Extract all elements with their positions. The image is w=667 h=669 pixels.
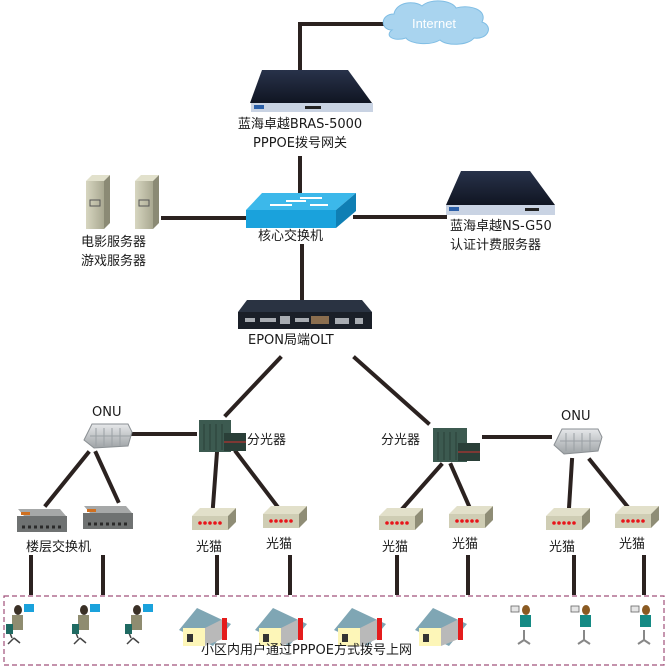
laptop-user-icon [570, 605, 591, 645]
office-user-icon [125, 604, 153, 645]
servers-label-line2: 游戏服务器 [81, 254, 147, 269]
modem-led [274, 519, 278, 523]
bras-label-line1: 蓝海卓越BRAS-5000 [237, 117, 363, 132]
modem-led [279, 519, 283, 523]
link-olt-splitter-right [352, 355, 431, 426]
modem-led [385, 521, 389, 525]
modem-led [269, 519, 273, 523]
modem-led [621, 519, 625, 523]
splitter-left-icon [199, 420, 246, 452]
links [29, 22, 646, 595]
modem-led [470, 519, 474, 523]
floor-switch-1 [17, 509, 67, 532]
modem-label-5: 光猫 [549, 540, 576, 555]
modem-icon-1 [192, 508, 236, 530]
modem-led [218, 521, 222, 525]
splitter-left-label: 分光器 [247, 433, 287, 448]
modem-label-4: 光猫 [452, 537, 479, 552]
link-onu-modem-6 [587, 457, 630, 509]
modem-led [390, 521, 394, 525]
modem-led [631, 519, 635, 523]
tower-server-icon [86, 175, 159, 229]
modem-led [213, 521, 217, 525]
modem-led [626, 519, 630, 523]
link-splitter-modem-2 [233, 449, 280, 509]
link-onu-modem-5 [566, 457, 575, 511]
floor-switch-icons [17, 506, 133, 532]
modem-led [405, 521, 409, 525]
link-splitter-modem-1 [210, 449, 220, 509]
modem-led [562, 521, 566, 525]
onu-right-icon [553, 428, 603, 455]
olt-label: EPON局端OLT [248, 333, 334, 348]
user-icons [6, 604, 651, 646]
modem-led [636, 519, 640, 523]
modem-icon-4 [449, 506, 493, 528]
modem-led [567, 521, 571, 525]
olt-icon [238, 300, 372, 329]
floor-switch-label: 楼层交换机 [26, 540, 92, 555]
laptop-user-icon [630, 605, 651, 645]
link-splitter-modem-3 [400, 462, 444, 511]
modem-led [475, 519, 479, 523]
house-icon [415, 608, 467, 646]
modem-led [203, 521, 207, 525]
auth-appliance-icon [446, 171, 555, 215]
modem-led [284, 519, 288, 523]
modem-led [460, 519, 464, 523]
modem-led [395, 521, 399, 525]
user-area-border [3, 595, 665, 666]
modem-icons [192, 506, 659, 530]
auth-label-line1: 蓝海卓越NS-G50 [450, 219, 552, 234]
modem-led [552, 521, 556, 525]
link-onu-floorswitch-2 [93, 450, 121, 504]
bras-appliance-icon [250, 70, 373, 112]
modem-icon-3 [379, 508, 423, 530]
bras-label-line2: PPPOE拨号网关 [253, 136, 347, 151]
auth-label-line2: 认证计费服务器 [450, 238, 542, 253]
modem-icon-2 [263, 506, 307, 528]
modem-led [465, 519, 469, 523]
modem-label-1: 光猫 [196, 540, 223, 555]
modem-led [208, 521, 212, 525]
office-user-icon [6, 604, 34, 645]
floor-switch-2 [83, 506, 133, 529]
house-icon [179, 608, 231, 646]
modem-led [289, 519, 293, 523]
house-icon [334, 608, 386, 646]
modem-led [572, 521, 576, 525]
user-area-caption: 小区内用户通过PPPOE方式拨号上网 [201, 643, 412, 658]
servers-label-line1: 电影服务器 [81, 235, 147, 250]
splitter-right-label: 分光器 [381, 433, 421, 448]
modem-led [400, 521, 404, 525]
link-olt-splitter-left [223, 355, 283, 418]
modem-led [557, 521, 561, 525]
link-onu-floorswitch-1 [43, 450, 91, 508]
onu-right-label: ONU [561, 409, 591, 424]
modem-label-6: 光猫 [619, 537, 646, 552]
modem-icon-5 [546, 508, 590, 530]
link-splitter-modem-4 [448, 462, 472, 509]
onu-left-icon [83, 423, 133, 449]
modem-label-3: 光猫 [382, 540, 409, 555]
internet-label: Internet [412, 16, 456, 31]
cloud-icon: Internet [382, 0, 489, 45]
office-user-icon [72, 604, 100, 645]
core-switch-label: 核心交换机 [258, 229, 324, 244]
link-internet-bras [298, 22, 388, 78]
switch-icon [246, 193, 356, 228]
splitter-right-icon [433, 428, 480, 462]
modem-led [455, 519, 459, 523]
modem-label-2: 光猫 [266, 537, 293, 552]
modem-led [198, 521, 202, 525]
house-icon [255, 608, 307, 646]
laptop-user-icon [510, 605, 531, 645]
modem-icon-6 [615, 506, 659, 528]
onu-left-label: ONU [92, 405, 122, 420]
modem-led [641, 519, 645, 523]
